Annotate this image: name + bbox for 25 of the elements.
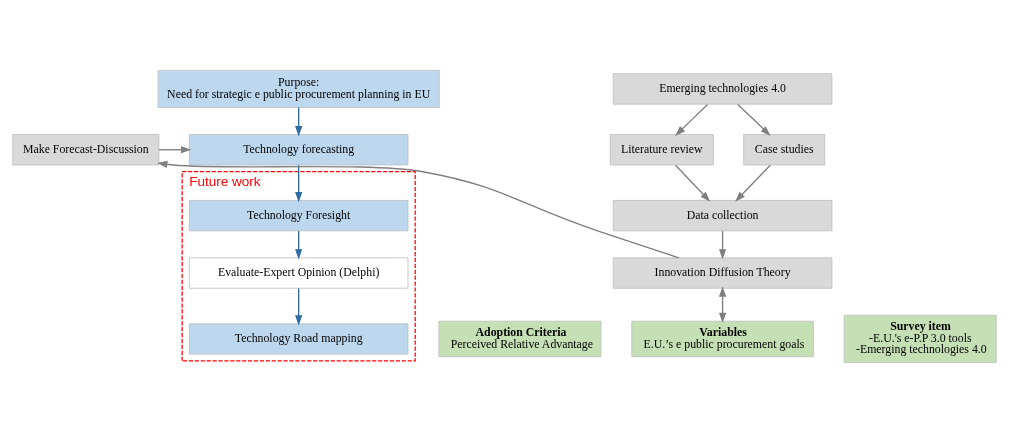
node-box: Data collection — [612, 200, 833, 232]
arrow — [157, 160, 680, 259]
node-box: Technology forecasting — [188, 134, 409, 166]
arrow — [295, 106, 303, 137]
arrow — [295, 164, 303, 203]
node-box: Case studies — [743, 134, 826, 166]
node-box: Emerging technologies 4.0 — [612, 73, 833, 105]
arrow — [737, 103, 771, 136]
node-box: Adoption Criteria Perceived Relative Advantage — [438, 320, 602, 358]
arrow — [158, 146, 192, 154]
node-box: Variables E.U.’s e public procurement goals — [631, 320, 814, 358]
node-box: Literature review — [609, 134, 714, 166]
arrow — [295, 230, 303, 260]
arrow — [674, 164, 711, 202]
node-box: Purpose: Need for strategic e public procurement planning in EU — [157, 69, 440, 108]
node-box: Evaluate-Expert Opinion (Delphi) — [188, 257, 409, 289]
node-box: Innovation Diffusion Theory — [612, 257, 833, 289]
arrow — [735, 164, 771, 202]
node-box: Technology Road mapping — [188, 323, 409, 355]
arrow — [675, 103, 709, 136]
arrow — [295, 287, 303, 326]
node-box: Make Forecast-Discussion — [12, 134, 160, 166]
arrow — [718, 230, 727, 260]
node-box: Technology Foresight — [188, 200, 409, 232]
node-box: Survey item -E.U.'s e-P.P 3.0 tools -Emerging technologies 4.0 — [843, 314, 997, 363]
